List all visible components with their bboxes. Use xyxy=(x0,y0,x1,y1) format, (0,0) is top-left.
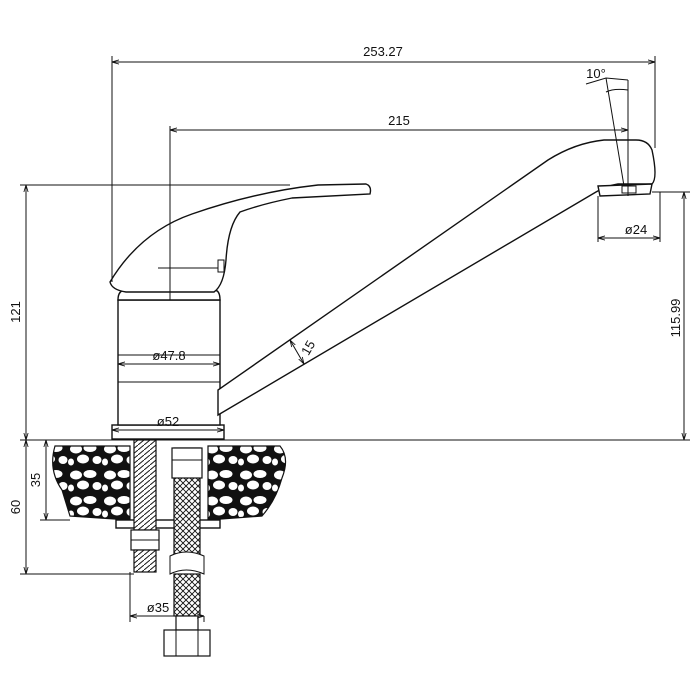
mounting-hardware xyxy=(115,439,221,657)
lever-handle xyxy=(109,183,372,293)
countertop xyxy=(20,439,690,521)
dim-base-diameter: ø52 xyxy=(157,414,179,429)
dimension-lines xyxy=(20,56,690,622)
dim-overall-reach: 253.27 xyxy=(363,44,403,59)
dim-aerator-diameter: ø24 xyxy=(625,222,647,237)
dim-spout-outlet-height: 115.99 xyxy=(668,299,683,338)
dim-under-counter-depth: 60 xyxy=(8,500,23,514)
counter-section-right xyxy=(207,445,287,521)
dim-aerator-angle: 10° xyxy=(586,66,606,81)
dim-stud-spacing: ø35 xyxy=(147,600,169,615)
dim-spout-reach: 215 xyxy=(388,113,410,128)
dim-body-height: 121 xyxy=(8,301,23,323)
dimension-labels: 253.27 215 10° ø24 121 115.99 ø47.8 ø52 … xyxy=(8,44,683,615)
counter-section-left xyxy=(52,445,131,521)
spout xyxy=(217,139,656,417)
dim-counter-thickness: 35 xyxy=(28,473,43,487)
dim-body-diameter: ø47.8 xyxy=(152,348,185,363)
dim-spout-tube: 15 xyxy=(298,338,318,358)
